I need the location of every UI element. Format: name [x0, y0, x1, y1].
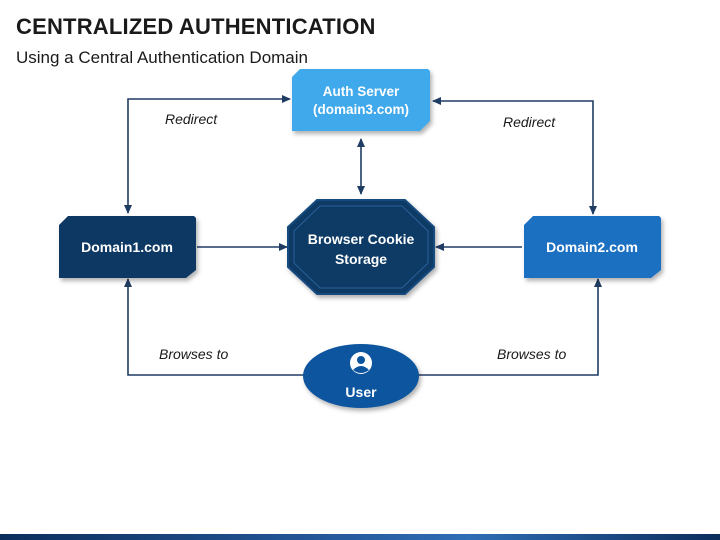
- node-domain1: [59, 216, 196, 278]
- node-auth-server: [292, 69, 430, 131]
- domain2-label: Domain2.com: [546, 239, 638, 255]
- node-cookie-storage: [287, 199, 435, 295]
- domain1-label: Domain1.com: [81, 239, 173, 255]
- node-domain2: [524, 216, 661, 278]
- label-redirect-left: Redirect: [165, 111, 218, 127]
- node-user: [303, 344, 419, 408]
- edge-user-domain1: [124, 278, 305, 376]
- cookie-storage-line2: Storage: [335, 251, 387, 267]
- auth-server-line1: Auth Server: [323, 84, 400, 99]
- edge-auth-to-domain1: [124, 95, 291, 214]
- auth-server-line2: (domain3.com): [313, 102, 409, 117]
- label-browses-left: Browses to: [159, 346, 228, 362]
- label-redirect-right: Redirect: [503, 114, 556, 130]
- user-icon: [350, 352, 372, 374]
- edge-user-domain2: [417, 278, 602, 376]
- user-label: User: [345, 384, 377, 400]
- page-title: CENTRALIZED AUTHENTICATION: [16, 14, 376, 39]
- cookie-storage-line1: Browser Cookie: [308, 231, 415, 247]
- footer-bar: [0, 534, 720, 540]
- connectors: [124, 95, 602, 376]
- edge-auth-to-domain2: [432, 97, 597, 215]
- label-browses-right: Browses to: [497, 346, 566, 362]
- page-subtitle: Using a Central Authentication Domain: [16, 48, 308, 67]
